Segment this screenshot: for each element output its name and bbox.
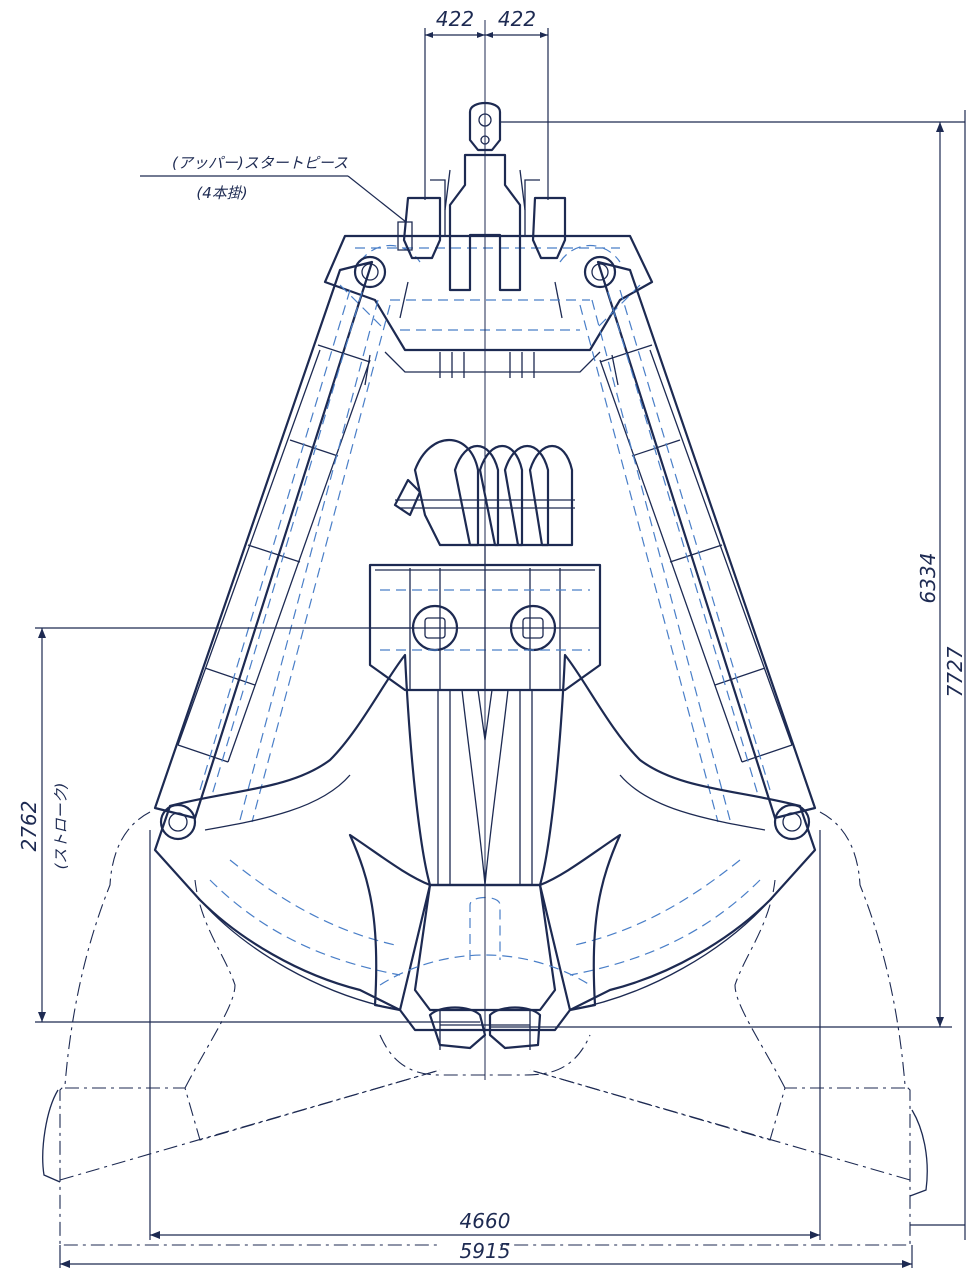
- dim-stroke-value: 2762: [17, 801, 41, 852]
- right-bucket-shell: [538, 653, 817, 1012]
- lower-pivots: [159, 803, 811, 841]
- dim-offset-left: 422: [436, 7, 474, 31]
- dim-width-open: 5915: [460, 1239, 511, 1263]
- open-bucket-phantom-outline: [42, 811, 965, 1246]
- dim-top-sheave-offsets: 422 422: [424, 7, 549, 200]
- upper-right-pivot-icon: [583, 255, 617, 289]
- left-arm: [153, 260, 391, 823]
- dim-bottom-widths: 4660 5915: [59, 830, 913, 1268]
- dim-stroke-label: (ストローク): [52, 783, 70, 870]
- dim-offset-right: 422: [498, 7, 536, 31]
- left-bucket-shell: [153, 653, 432, 1012]
- dim-width-pivots: 4660: [460, 1209, 511, 1233]
- dim-right-heights: 6334 7727: [490, 110, 967, 1240]
- upper-left-pivot-icon: [353, 255, 387, 289]
- dim-height-closed: 6334: [916, 553, 940, 604]
- start-piece-label: (アッパー)スタートピース: [172, 154, 348, 172]
- lower-right-pivot-icon: [773, 803, 811, 841]
- upper-start-pieces: [397, 196, 567, 260]
- lower-left-pivot-icon: [159, 803, 197, 841]
- sheave-teeth-upper: [439, 352, 535, 378]
- start-piece-qty: (4本掛): [196, 184, 247, 202]
- dim-stroke: 2762 (ストローク): [17, 627, 480, 1023]
- upper-head-frame: [323, 234, 654, 386]
- dim-height-total: 7727: [943, 646, 967, 697]
- bucket-bowl: [348, 833, 622, 1050]
- start-piece-callout: (アッパー)スタートピース (4本掛): [140, 154, 407, 223]
- upper-pivots: [353, 255, 617, 289]
- right-arm: [579, 260, 817, 823]
